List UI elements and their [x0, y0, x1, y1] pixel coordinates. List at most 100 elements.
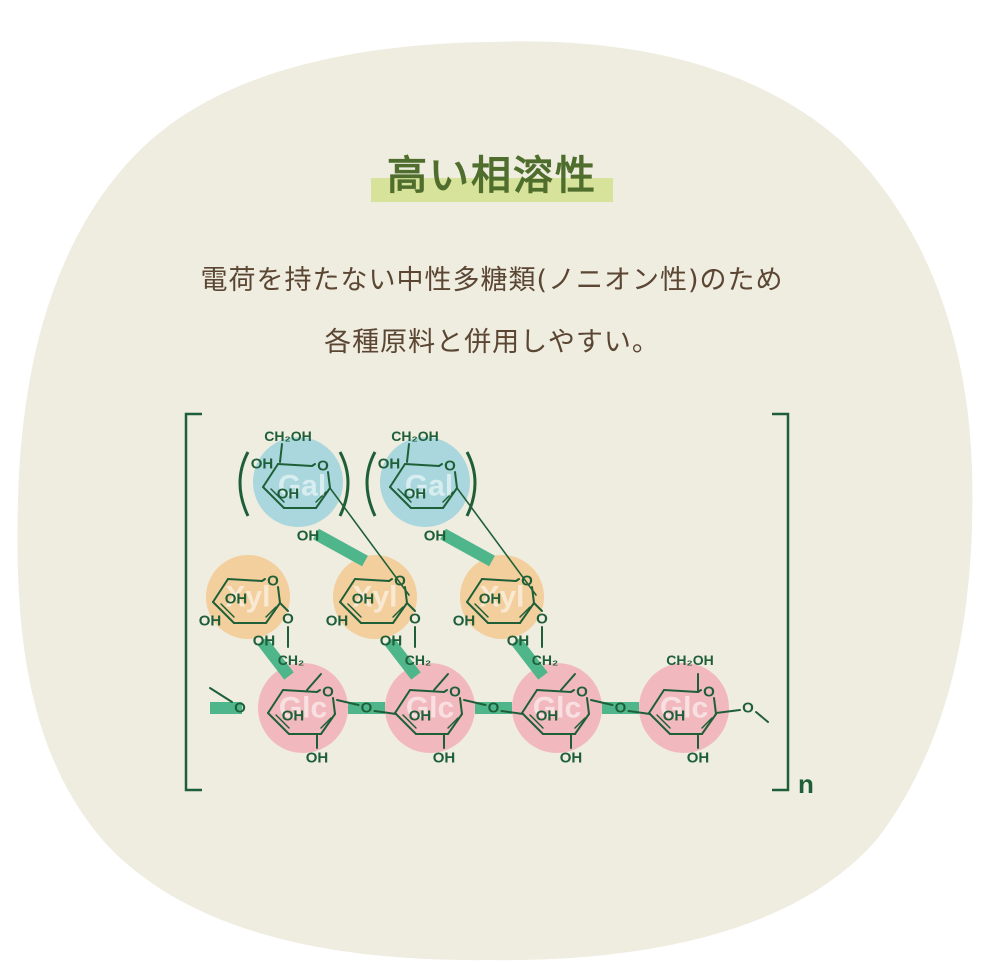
- glucose-hydroxyl: OH: [560, 750, 583, 767]
- xylose-hydroxyl: OH: [225, 591, 248, 608]
- glucose-ring-oxygen: O: [576, 684, 588, 701]
- glucose-ring-bond: [713, 697, 717, 715]
- bridge-bond: [590, 699, 614, 706]
- xylose-hydroxyl: OH: [253, 633, 276, 650]
- xylose-bridge-oxygen: O: [536, 611, 548, 628]
- xylose-ring-inner-bond: [392, 606, 404, 618]
- xylose-ring-bond: [354, 578, 390, 582]
- glucose-methylene: CH₂: [405, 652, 431, 668]
- glucose-ring-circle: [258, 663, 348, 753]
- galactose-hydroxyl: OH: [251, 456, 274, 473]
- glucose-ring-oxygen: O: [703, 684, 715, 701]
- page-title-text: 高い相溶性: [387, 153, 597, 199]
- galactose-ring-label: Gal: [278, 470, 326, 503]
- galactose-ring-bond: [311, 463, 316, 467]
- xylose-ring-bond: [339, 601, 362, 624]
- bridge-oxygen: O: [615, 700, 627, 717]
- glucose-hydroxyl: OH: [433, 750, 456, 767]
- glucose-ring-bond: [394, 712, 417, 735]
- bracket-right: [772, 412, 790, 792]
- glucose-hydroxyl: OH: [282, 708, 305, 725]
- xylose-substituent-bond: [279, 602, 289, 612]
- glucose-hydroxyl: OH: [306, 750, 329, 767]
- galactose-ring-bond: [277, 463, 313, 467]
- gal-xyl-bond: [329, 487, 410, 596]
- glucose-ring-label: Glc: [279, 692, 327, 725]
- atom-labels: nGlcOOHOHCH₂GlcOOHOHCH₂GlcOOHOHCH₂GlcOOH…: [199, 428, 814, 799]
- glucose-ring-oxygen: O: [322, 684, 334, 701]
- galactose-hydroxyl: OH: [424, 528, 447, 545]
- galactose-ring-inner-bond: [442, 491, 454, 503]
- glucose-ring-bond: [663, 689, 699, 693]
- galactose-ring-bond: [262, 486, 285, 509]
- xylose-ring-oxygen: O: [267, 573, 279, 590]
- glucose-ring-bond: [586, 697, 590, 715]
- glucose-ring-label: Glc: [660, 692, 708, 725]
- glucose-ring-inner-bond: [529, 714, 544, 729]
- glucose-ring-bond: [316, 689, 321, 693]
- xylose-ring-bond: [466, 578, 483, 603]
- xylose-ring-bond: [277, 586, 281, 604]
- xylose-ring-oxygen: O: [394, 573, 406, 590]
- glucose-ring-bond: [574, 713, 590, 735]
- glucose-ring-inner-bond: [574, 717, 586, 729]
- xylose-substituent-bond: [533, 602, 543, 612]
- glucose-ring-bond: [701, 713, 717, 735]
- glucose-hydroxyl: OH: [663, 708, 686, 725]
- glucose-ch2-bond: [433, 673, 449, 691]
- galactose-ring-bond: [327, 471, 331, 489]
- glucose-ring-bond: [267, 689, 284, 714]
- gal-xyl-connector: [440, 528, 495, 567]
- galactose-paren-left: [238, 451, 250, 517]
- galactose-hydroxyl: OH: [277, 486, 300, 503]
- description-line-2: 各種原料と併用しやすい。: [324, 327, 660, 358]
- glucose-ring-bond: [394, 689, 411, 714]
- galactose-ch2oh-bond: [279, 443, 283, 463]
- galactose-ring-bond: [454, 471, 458, 489]
- glucose-ring-bond: [267, 712, 290, 735]
- glucose-hydroxyl: OH: [536, 708, 559, 725]
- bridge-bond: [336, 699, 360, 706]
- title-highlight: [371, 178, 613, 202]
- xyl-glc-connector: [257, 637, 294, 680]
- galactose-paren-right: [338, 451, 350, 517]
- galactose-ring-oxygen: O: [444, 458, 456, 475]
- xylose-hydroxyl: OH: [199, 613, 222, 630]
- glucose-ring-circle: [385, 663, 475, 753]
- xylose-ring-inner-bond: [519, 606, 531, 618]
- bridge-bond: [373, 710, 397, 715]
- xylose-ring-bond: [519, 602, 535, 624]
- glucose-hydroxyl: OH: [409, 708, 432, 725]
- galactose-hydroxymethyl: CH₂OH: [264, 428, 311, 444]
- glucose-ring-inner-bond: [656, 714, 671, 729]
- glucose-ring-bond: [409, 689, 445, 693]
- heading-wrap: 高い相溶性: [0, 148, 984, 204]
- xylose-ring-label: Xyl: [225, 581, 270, 614]
- glucose-ch2-bond: [560, 673, 576, 691]
- galactose-ring-label: Gal: [405, 470, 453, 503]
- xylose-ring-bond: [481, 578, 517, 582]
- xyl-glc-connector: [384, 637, 421, 680]
- glucose-ring-bond: [521, 689, 538, 714]
- glucose-methylene: CH₂: [532, 652, 558, 668]
- galactose-ring-bond: [438, 463, 443, 467]
- xylose-ring-label: Xyl: [352, 581, 397, 614]
- glucose-ring-inner-bond: [402, 714, 417, 729]
- glucose-ring-bond: [282, 689, 318, 693]
- glucose-hydroxymethyl: CH₂OH: [666, 652, 713, 668]
- xylose-ring-bond: [265, 602, 281, 624]
- galactose-paren-right: [465, 451, 477, 517]
- xylose-ring-bond: [515, 578, 520, 582]
- glucose-ch2-bond: [306, 673, 322, 691]
- glucose-ring-inner-bond: [701, 717, 713, 729]
- galactose-ring-bond: [404, 463, 440, 467]
- xylose-ring-inner-bond: [265, 606, 277, 618]
- xylose-ring-bond: [466, 601, 489, 624]
- backbone-bands: [210, 528, 639, 714]
- gal-xyl-connector: [313, 528, 368, 567]
- bridge-oxygen: O: [361, 700, 373, 717]
- xylose-hydroxyl: OH: [507, 633, 530, 650]
- galactose-ring-circle: [253, 437, 343, 527]
- xylose-ring-bond: [212, 578, 229, 603]
